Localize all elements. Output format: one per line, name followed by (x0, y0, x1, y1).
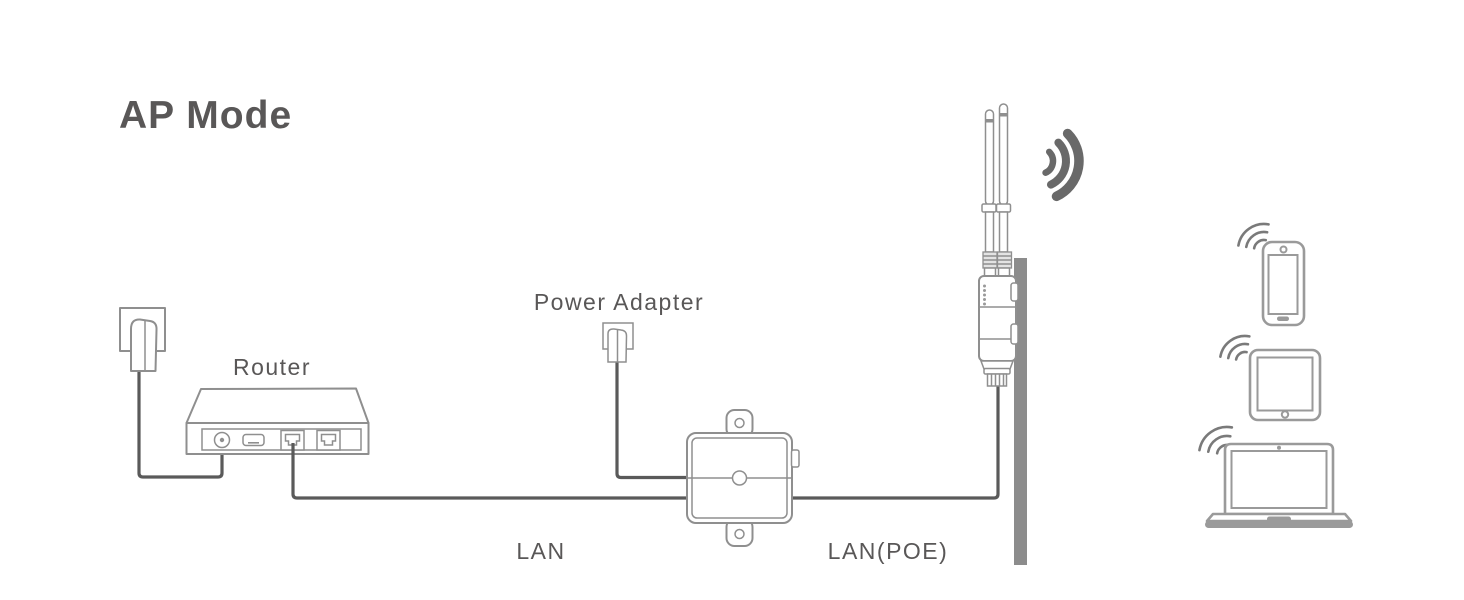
smartphone-wifi-arcs-icon (1237, 222, 1270, 250)
smartphone-icon (1237, 222, 1306, 327)
router-power-port (213, 431, 231, 449)
lan-label: LAN (516, 538, 566, 564)
injector-side-nub (790, 449, 800, 468)
adapter-to-injector-cable (615, 362, 687, 480)
router-label: Router (232, 354, 312, 380)
wall-plug-icon (119, 307, 166, 372)
power-adapter-plug-icon (602, 322, 634, 363)
router-icon (185, 387, 370, 455)
ap-cable-gland (979, 360, 1015, 387)
router-to-injector-lan-cable (291, 443, 687, 500)
tablet-wifi-arcs-icon (1219, 334, 1251, 361)
page-title: AP Mode (119, 94, 293, 137)
poe-injector-icon (686, 409, 800, 547)
access-point-icon (978, 103, 1019, 387)
router-usb-port (242, 433, 265, 447)
antenna-right-icon (995, 103, 1013, 277)
router-lan-port-1 (280, 429, 305, 451)
tablet-icon (1219, 334, 1322, 422)
router-lan-port-2 (316, 429, 341, 451)
injector-screw-hole (731, 470, 748, 486)
wifi-signal-icon (1042, 128, 1084, 202)
lan-poe-label: LAN(POE) (827, 538, 949, 564)
injector-to-ap-cable (792, 384, 1000, 500)
outlet-to-router-power-cable (137, 371, 224, 479)
power-adapter-label: Power Adapter (533, 289, 705, 315)
antenna-left-icon (981, 109, 998, 277)
ap-body (978, 275, 1019, 362)
laptop-icon (1198, 425, 1353, 528)
